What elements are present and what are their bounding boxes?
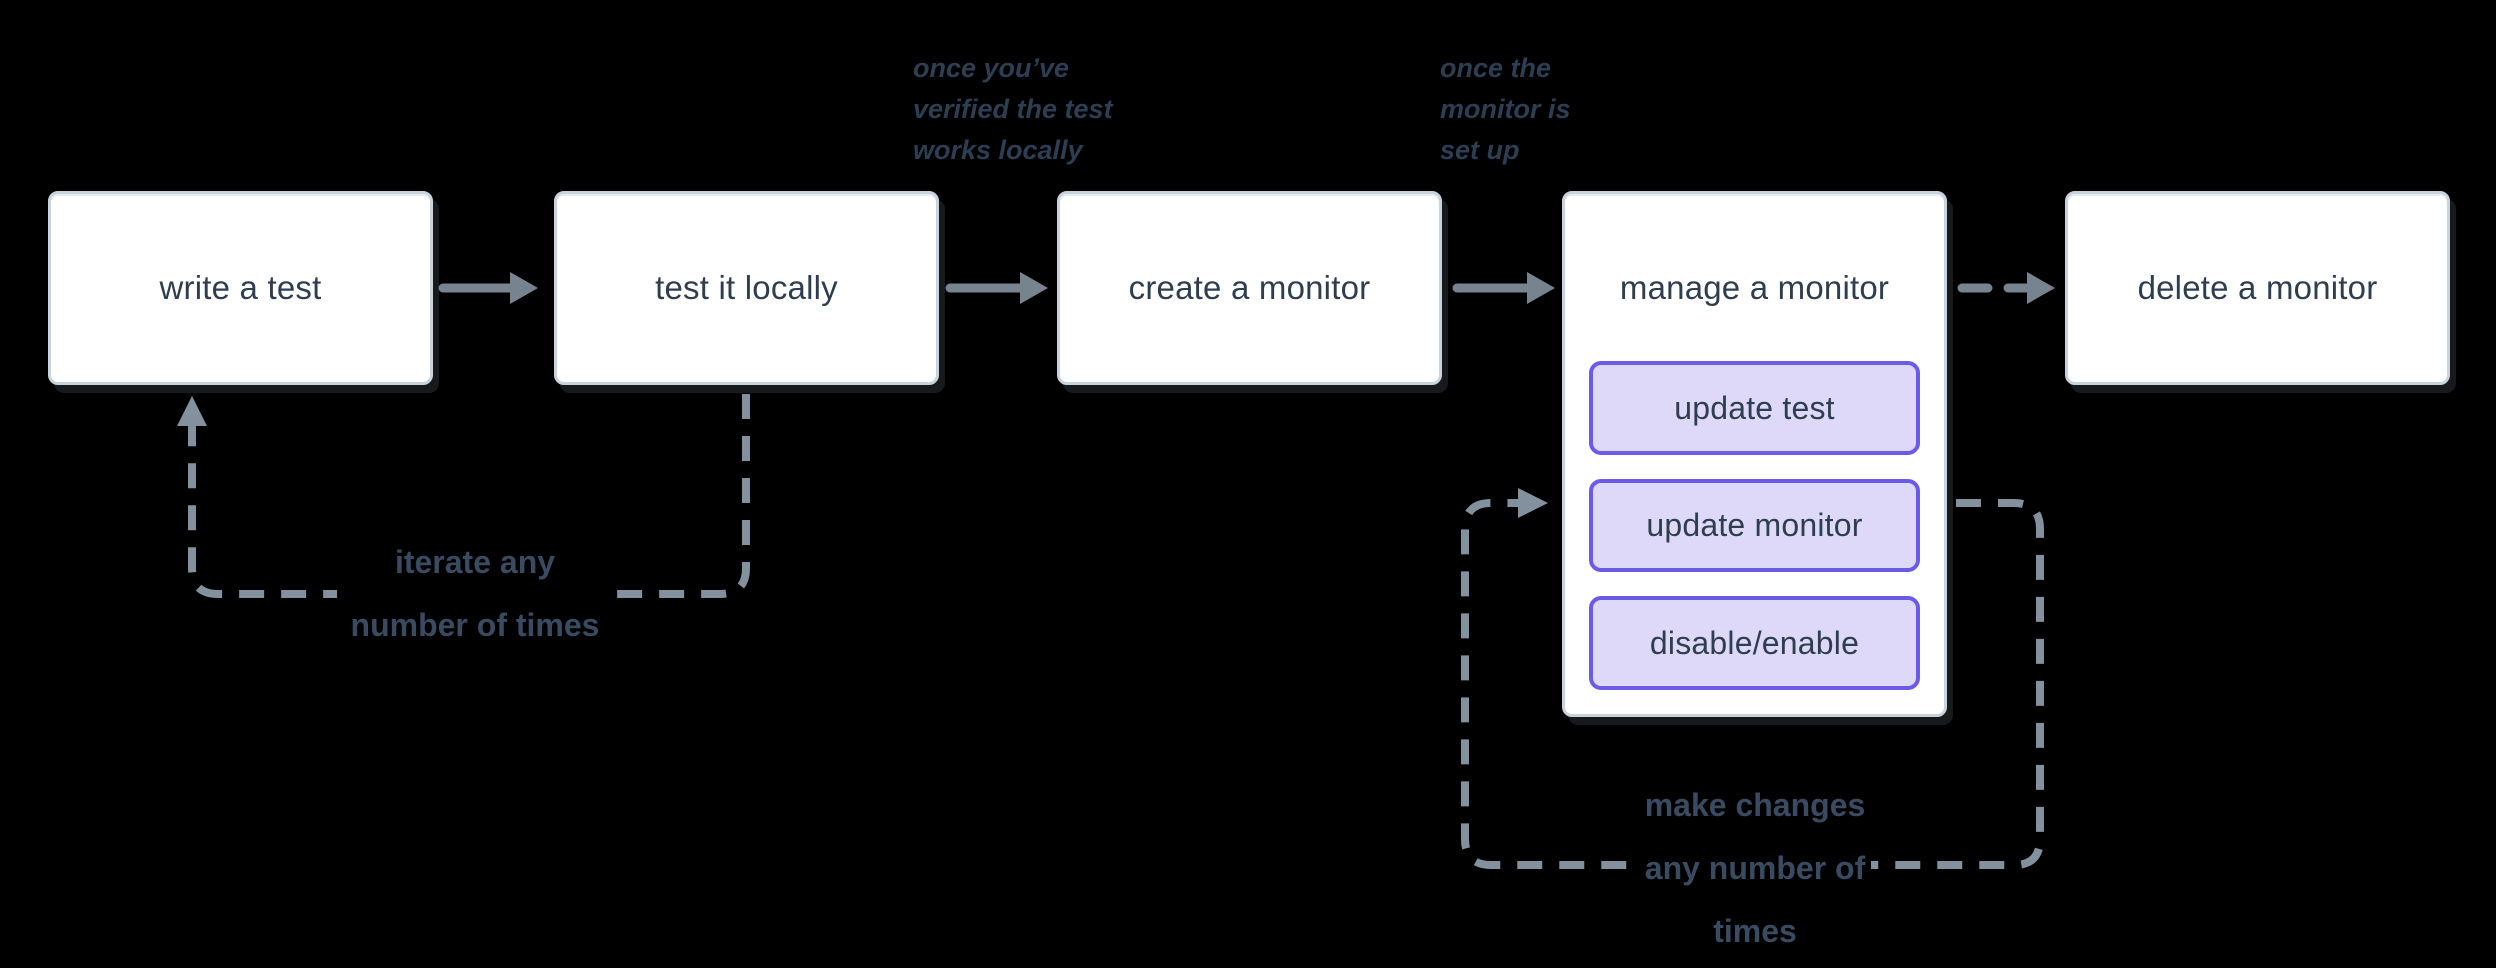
arrow-test-to-create bbox=[945, 272, 1048, 304]
sub-step-label: update monitor bbox=[1646, 507, 1863, 544]
node-create-a-monitor: create a monitor bbox=[1057, 191, 1442, 385]
node-label: delete a monitor bbox=[2137, 269, 2378, 306]
sub-step-label: disable/enable bbox=[1649, 624, 1860, 661]
loop-label-make-changes: make changes any number of times bbox=[1639, 774, 1871, 963]
node-label: create a monitor bbox=[1128, 269, 1371, 306]
arrow-manage-to-delete bbox=[1957, 272, 2055, 304]
node-label: test it locally bbox=[655, 269, 838, 306]
node-manage-a-monitor: manage a monitor update test update moni… bbox=[1562, 191, 1947, 717]
node-delete-a-monitor: delete a monitor bbox=[2065, 191, 2450, 385]
annotation-once-verified: once you’ve verified the test works loca… bbox=[913, 53, 1113, 165]
sub-step-update-monitor: update monitor bbox=[1589, 478, 1920, 573]
sub-step-update-test: update test bbox=[1589, 361, 1920, 455]
node-label: manage a monitor bbox=[1619, 268, 1890, 306]
arrow-create-to-manage bbox=[1452, 272, 1555, 304]
annotation-once-set-up: once the monitor is set up bbox=[1440, 53, 1571, 165]
node-test-it-locally: test it locally bbox=[554, 191, 939, 385]
loop-label-iterate: iterate any number of times bbox=[337, 531, 613, 657]
node-write-a-test: write a test bbox=[48, 191, 433, 385]
sub-step-disable-enable: disable/enable bbox=[1589, 596, 1920, 690]
node-label: write a test bbox=[159, 269, 322, 306]
sub-step-label: update test bbox=[1674, 389, 1835, 426]
loop-make-changes-connector bbox=[1461, 488, 2044, 869]
arrow-write-to-test bbox=[438, 272, 538, 304]
